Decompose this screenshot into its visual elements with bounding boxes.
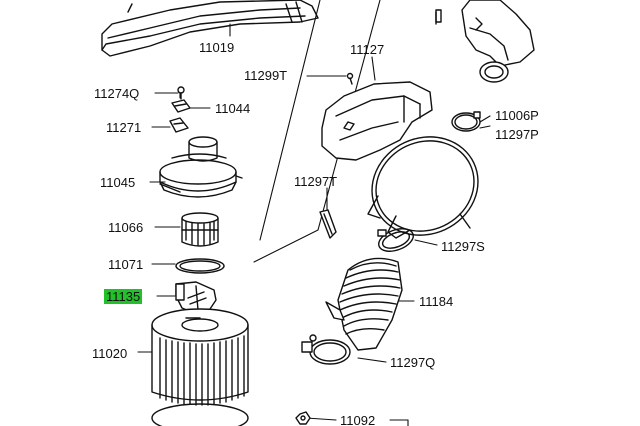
clip-11271-part bbox=[169, 117, 189, 133]
gasket-part bbox=[175, 258, 225, 274]
part-label-11045[interactable]: 11045 bbox=[100, 175, 136, 190]
part-label-11271[interactable]: 11271 bbox=[106, 120, 142, 135]
air-intake-duct-part bbox=[101, 0, 319, 57]
resonator-part bbox=[435, 0, 535, 83]
part-label-11020[interactable]: 11020 bbox=[92, 346, 128, 361]
part-label-11066[interactable]: 11066 bbox=[108, 220, 144, 235]
part-label-11297P[interactable]: 11297P bbox=[495, 127, 539, 142]
screw-11299T-part bbox=[346, 72, 354, 85]
part-label-11184[interactable]: 11184 bbox=[419, 294, 454, 309]
part-label-11006P[interactable]: 11006P bbox=[495, 108, 539, 123]
part-label-11274Q[interactable]: 11274Q bbox=[94, 86, 140, 101]
part-label-11019[interactable]: 11019 bbox=[199, 40, 235, 55]
part-label-11071[interactable]: 11071 bbox=[108, 257, 144, 272]
hose-clamp-11297Q-part bbox=[301, 334, 351, 365]
clip-11297T-part bbox=[319, 209, 337, 239]
silencer-part bbox=[181, 212, 219, 247]
air-cleaner-cover-part bbox=[159, 136, 243, 198]
part-label-11297Q[interactable]: 11297Q bbox=[390, 355, 436, 370]
bolt-part bbox=[177, 86, 185, 100]
part-label-11297T[interactable]: 11297T bbox=[294, 174, 338, 189]
air-hose-part bbox=[325, 257, 403, 351]
part-label-11297S[interactable]: 11297S bbox=[441, 239, 485, 254]
part-label-11135-highlighted[interactable]: 11135 bbox=[104, 289, 143, 304]
air-cleaner-element-part bbox=[151, 308, 249, 426]
hose-clamp-11297S-part bbox=[377, 228, 414, 252]
part-label-11127[interactable]: 11127 bbox=[350, 42, 385, 57]
clip-11044-part bbox=[171, 99, 191, 113]
part-label-11044[interactable]: 11044 bbox=[215, 101, 251, 116]
air-cleaner-body-part bbox=[367, 136, 479, 239]
part-label-11092[interactable]: 11092 bbox=[340, 413, 376, 426]
nut-11092-part bbox=[295, 411, 311, 425]
air-duct-part bbox=[321, 81, 433, 161]
hose-clamp-11006P-part bbox=[451, 111, 481, 132]
part-label-11299T[interactable]: 11299T bbox=[244, 68, 288, 83]
